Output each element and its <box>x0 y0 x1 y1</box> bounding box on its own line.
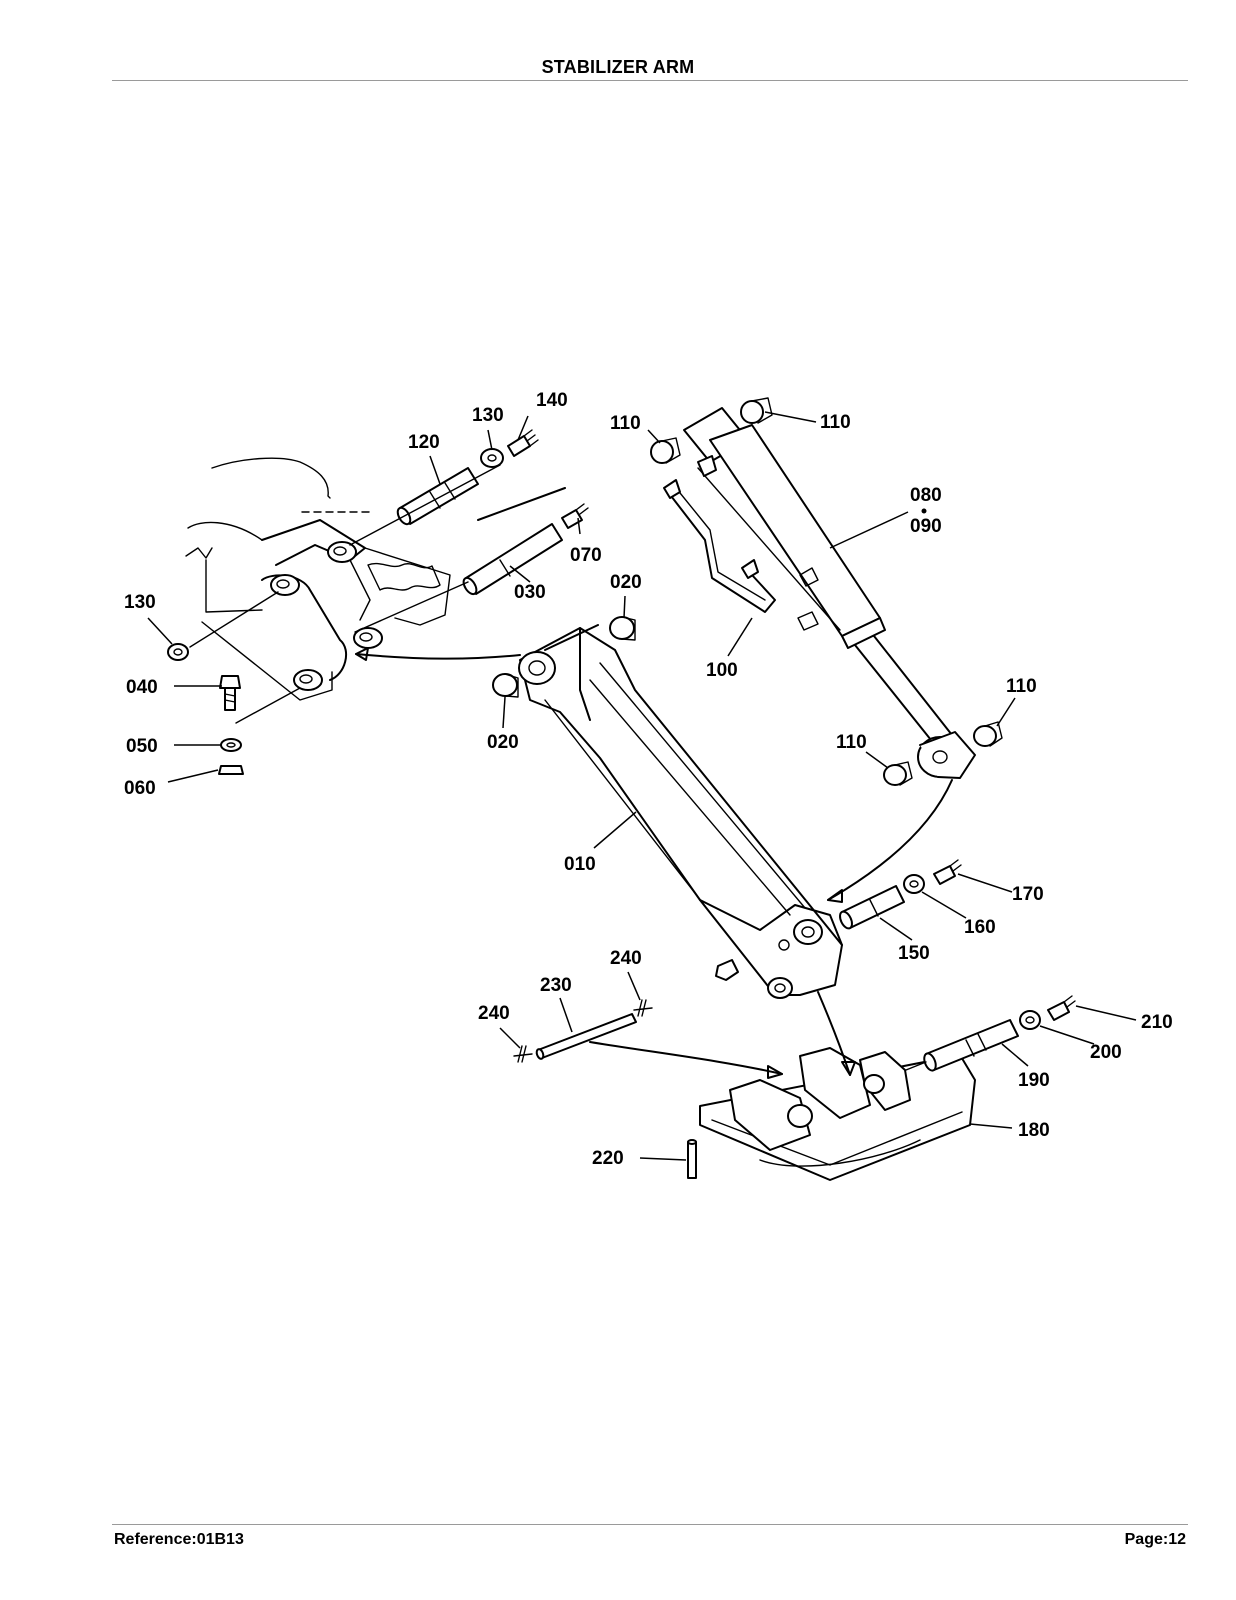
callout-070: 070 <box>570 545 602 566</box>
callout-090: 090 <box>910 516 942 537</box>
hydraulic-hose-100 <box>663 455 776 613</box>
alignment-line-130 <box>189 591 279 648</box>
bushing-020-left <box>492 673 519 698</box>
callout-130-upper: 130 <box>472 405 504 426</box>
bushing-110-bottom-left <box>883 761 913 786</box>
grease-fitting-170 <box>933 859 962 885</box>
callout-170: 170 <box>1012 884 1044 905</box>
callout-100: 100 <box>706 660 738 681</box>
callout-220: 220 <box>592 1148 624 1169</box>
rod-230 <box>535 1013 637 1060</box>
grease-fitting-140 <box>507 429 539 457</box>
callout-140: 140 <box>536 390 568 411</box>
bushing-020-right <box>609 616 636 641</box>
callout-050: 050 <box>126 736 158 757</box>
footer-page-number: Page:12 <box>1124 1531 1186 1548</box>
callout-240-left: 240 <box>478 1003 510 1024</box>
washer-130-upper <box>480 448 504 468</box>
callout-080: 080 <box>910 485 942 506</box>
footer-divider <box>112 1524 1188 1525</box>
pin-220 <box>687 1139 697 1179</box>
grease-fitting-210 <box>1047 995 1076 1021</box>
callout-040: 040 <box>126 677 158 698</box>
header-divider <box>112 80 1188 81</box>
assembly-arrow-arm-to-frame <box>355 653 521 660</box>
mounting-bracket-180 <box>699 1047 976 1181</box>
callout-020-left: 020 <box>487 732 519 753</box>
alignment-line-030 <box>354 581 469 633</box>
callout-190: 190 <box>1018 1070 1050 1091</box>
arrowhead <box>767 1065 783 1079</box>
washer-200 <box>1019 1010 1041 1030</box>
washer-050 <box>220 738 242 752</box>
alignment-line-040 <box>235 687 301 724</box>
alignment-line-upper <box>477 487 566 521</box>
stabilizer-arm-010 <box>518 624 843 999</box>
arrowhead <box>355 647 369 661</box>
callout-160: 160 <box>964 917 996 938</box>
callout-010: 010 <box>564 854 596 875</box>
assembly-arrow-rod-to-bracket <box>589 1041 783 1075</box>
bushing-110-top-right <box>740 397 773 424</box>
leader-lines <box>147 411 1137 1161</box>
bolt-040 <box>219 675 241 711</box>
arrowhead <box>827 889 843 903</box>
callout-110-top-right: 110 <box>820 412 851 433</box>
machine-frame-bracket <box>185 457 451 701</box>
assembly-arrow-arm-to-bracket <box>817 991 851 1076</box>
callout-110-bottom-left: 110 <box>836 732 867 753</box>
callout-030: 030 <box>514 582 546 603</box>
cotter-pin-240-right <box>633 999 653 1017</box>
callout-240-right: 240 <box>610 948 642 969</box>
callout-150: 150 <box>898 943 930 964</box>
pin-120 <box>396 467 479 526</box>
arrowhead <box>841 1061 856 1076</box>
pin-190 <box>923 1019 1019 1072</box>
callout-060: 060 <box>124 778 156 799</box>
pin-150 <box>839 885 905 930</box>
callout-180: 180 <box>1018 1120 1050 1141</box>
bushing-110-bottom-right <box>973 721 1003 747</box>
washer-130-left <box>167 643 189 661</box>
page-title: STABILIZER ARM <box>541 57 695 77</box>
cotter-pin-240-left <box>513 1045 533 1063</box>
callout-230: 230 <box>540 975 572 996</box>
callout-110-bottom-right: 110 <box>1006 676 1037 697</box>
alignment-line-120 <box>349 464 501 546</box>
callout-020-right: 020 <box>610 572 642 593</box>
hydraulic-cylinder-080-090 <box>683 407 976 779</box>
callout-120: 120 <box>408 432 440 453</box>
callout-130-left: 130 <box>124 592 156 613</box>
washer-160 <box>903 874 925 894</box>
footer-reference: Reference:01B13 <box>114 1531 244 1548</box>
alignment-line-190 <box>905 1061 927 1071</box>
nut-060 <box>218 765 244 775</box>
callout-210: 210 <box>1141 1012 1173 1033</box>
callout-200: 200 <box>1090 1042 1122 1063</box>
callout-separator-dot <box>921 508 927 514</box>
assembly-arrow-cylinder-to-arm <box>827 779 953 901</box>
pin-030 <box>462 523 563 596</box>
callout-110-top-left: 110 <box>610 413 641 434</box>
bushing-110-top-left <box>650 437 681 464</box>
grease-fitting-070 <box>561 503 589 529</box>
